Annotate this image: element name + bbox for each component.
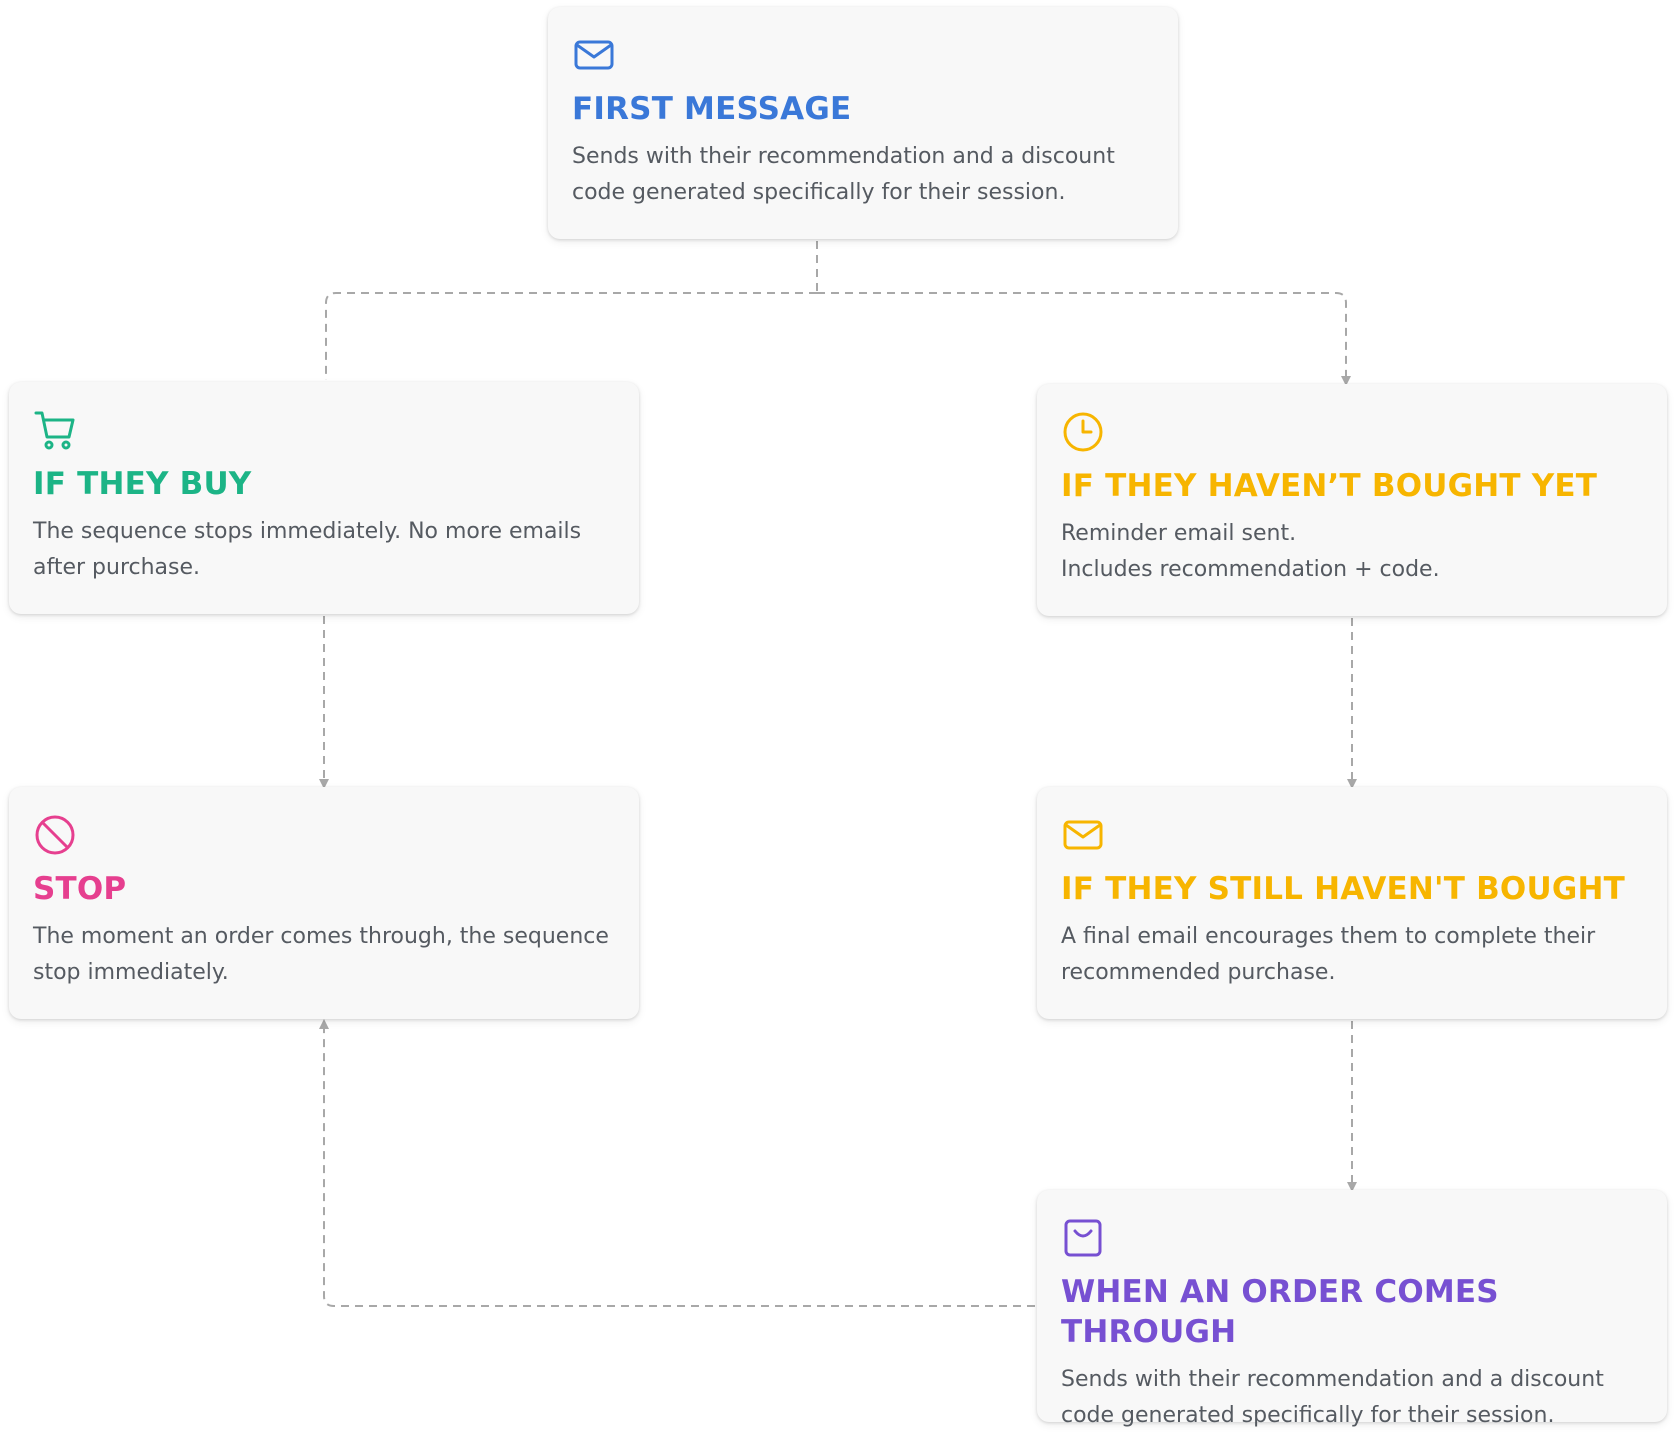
card-body: A final email encourages them to complet… [1061, 924, 1596, 985]
ban-icon [33, 813, 77, 857]
card-stop: STOP The moment an order comes through, … [9, 787, 639, 1019]
cart-icon [33, 408, 77, 452]
mail-icon [1061, 813, 1105, 857]
connector-order-to-stop [319, 1019, 1035, 1307]
clock-icon [1061, 410, 1105, 454]
card-body: Sends with their recommendation and a di… [1061, 1367, 1604, 1428]
card-if-they-buy: IF THEY BUY The sequence stops immediate… [9, 382, 639, 614]
card-body: Reminder email sent. Includes recommenda… [1061, 521, 1440, 582]
connector-split-to-buy [325, 292, 817, 380]
card-body: The moment an order comes through, the s… [33, 924, 609, 985]
card-if-they-havent-bought-yet: IF THEY HAVEN’T BOUGHT YET Reminder emai… [1037, 384, 1667, 616]
connector-split-to-notyet [817, 292, 1351, 386]
card-first-message: FIRST MESSAGE Sends with their recommend… [548, 7, 1178, 239]
card-body: Sends with their recommendation and a di… [572, 144, 1115, 205]
card-title: WHEN AN ORDER COMES THROUGH [1061, 1274, 1499, 1350]
card-title: FIRST MESSAGE [572, 91, 852, 127]
card-title: STOP [33, 871, 127, 907]
card-title: IF THEY STILL HAVEN'T BOUGHT [1061, 871, 1625, 907]
card-title: IF THEY HAVEN’T BOUGHT YET [1061, 468, 1598, 504]
mail-icon [572, 33, 616, 77]
card-when-an-order-comes-through: WHEN AN ORDER COMES THROUGH Sends with t… [1037, 1190, 1667, 1428]
shopping-bag-icon [1061, 1216, 1105, 1260]
card-body: The sequence stops immediately. No more … [33, 519, 582, 580]
card-title: IF THEY BUY [33, 466, 252, 502]
card-if-they-still-havent-bought: IF THEY STILL HAVEN'T BOUGHT A final ema… [1037, 787, 1667, 1019]
